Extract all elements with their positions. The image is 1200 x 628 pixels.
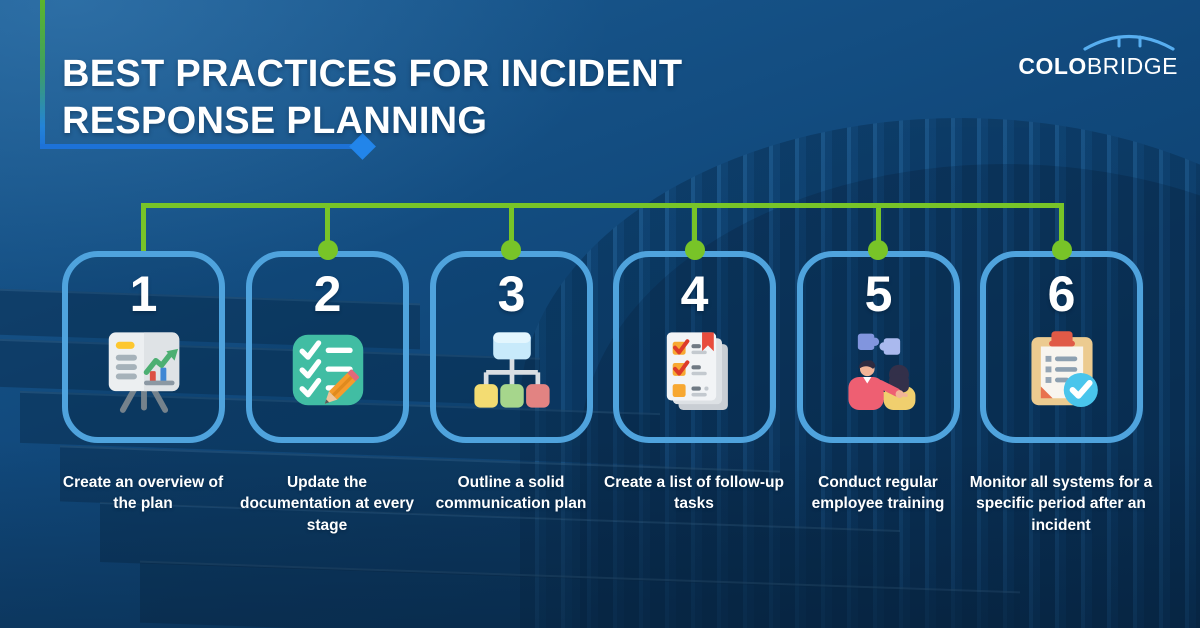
connector-stub-4 (692, 203, 697, 251)
connector-dot-3 (501, 240, 521, 260)
logo-text: COLOBRIDGE (1018, 53, 1178, 80)
step-caption-3: Outline a solid communication plan (435, 474, 587, 513)
step-caption-6: Monitor all systems for a specific perio… (969, 474, 1153, 534)
connector-dot-4 (685, 240, 705, 260)
logo-text-colo: COLO (1018, 53, 1087, 79)
step-number: 2 (313, 266, 342, 322)
step-card-4: 4 (613, 251, 776, 443)
logo-text-bridge: BRIDGE (1086, 53, 1178, 79)
org-chart-icon (473, 332, 550, 408)
step-card-2: 2 (246, 251, 409, 443)
connector-stub-5 (876, 203, 881, 251)
step-caption-1: Create an overview of the plan (62, 474, 224, 513)
connector-stub-2 (325, 203, 330, 251)
step-caption-4: Create a list of follow-up tasks (604, 474, 784, 513)
step-number: 4 (680, 266, 709, 322)
connector-stub-6 (1059, 203, 1064, 251)
person-left (847, 360, 908, 410)
connector-horizontal-line (141, 203, 1063, 208)
connector-dot-5 (868, 240, 888, 260)
puzzle-pieces (857, 333, 900, 355)
connector-dot-6 (1052, 240, 1072, 260)
connector-stub-3 (509, 203, 514, 251)
checklist-pencil-icon (292, 334, 363, 406)
presentation-chart-icon (108, 332, 179, 413)
task-list-icon (666, 332, 728, 410)
connector-dot-2 (318, 240, 338, 260)
step-card-6: 6 (980, 251, 1143, 443)
bridge-arc-icon (1083, 34, 1175, 51)
title-accent-vertical-line (40, 0, 45, 149)
colobridge-logo: COLOBRIDGE (1018, 30, 1178, 80)
page-title: BEST PRACTICES FOR INCIDENT RESPONSE PLA… (62, 53, 683, 143)
step-number: 5 (864, 266, 893, 322)
step-card-5: 5 (797, 251, 960, 443)
title-underline (40, 144, 356, 149)
step-card-3: 3 (430, 251, 593, 443)
step-number: 1 (129, 266, 158, 322)
step-number: 3 (497, 266, 526, 322)
step-caption-5: Conduct regular employee training (811, 474, 945, 513)
step-caption-2: Update the documentation at every stage (240, 474, 414, 534)
step-card-1: 1 (62, 251, 225, 443)
clipboard-check-icon (1030, 331, 1098, 408)
people-training-icon (847, 333, 915, 410)
step-number: 6 (1047, 266, 1076, 322)
connector-stub-1 (141, 203, 146, 251)
